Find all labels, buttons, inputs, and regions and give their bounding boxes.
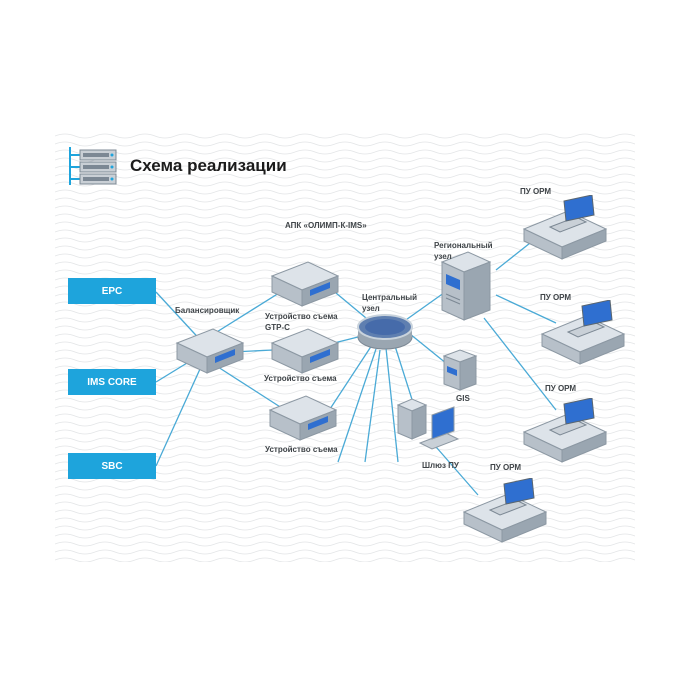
balancer-server-icon [175,328,245,374]
central-node-label: Центральный узел [362,293,418,313]
capture-server-icon [270,328,340,374]
page-title: Схема реализации [130,156,287,175]
gis-label: GIS [456,394,470,403]
regional-server-tower-icon [440,251,492,321]
balancer-label: Балансировщик [175,306,240,315]
capture-gtp-label: Устройство съема GTP-C [265,312,338,332]
orm-workstation-icon [540,300,626,365]
orm-1-label: ПУ ОРМ [520,187,552,196]
capture-server-icon [268,395,338,441]
orm-workstation-icon [522,398,608,463]
gateway-workstation-icon [396,398,460,450]
capture-2-label: Устройство съема [264,374,337,383]
epc-box: EPC [68,278,156,304]
regional-node-label: Региональный узел [434,241,493,261]
apk-label: АПК «ОЛИМП-К-IMS» [285,221,367,230]
orm-workstation-icon [462,478,548,543]
server-rack-icon [69,147,117,185]
ims-core-box: IMS CORE [68,369,156,395]
orm-workstation-icon [522,195,608,260]
capture-3-label: Устройство съема [265,445,338,454]
orm-3-label: ПУ ОРМ [545,384,577,393]
gateway-label: Шлюз ПУ [422,461,459,470]
orm-2-label: ПУ ОРМ [540,293,572,302]
sbc-box: SBC [68,453,156,479]
wave-background [55,132,635,562]
orm-4-label: ПУ ОРМ [490,463,522,472]
title-row: Схема реализации [66,145,287,187]
gis-server-icon [442,349,478,391]
capture-gtp-server-icon [270,261,340,307]
central-node-icon [357,314,413,350]
